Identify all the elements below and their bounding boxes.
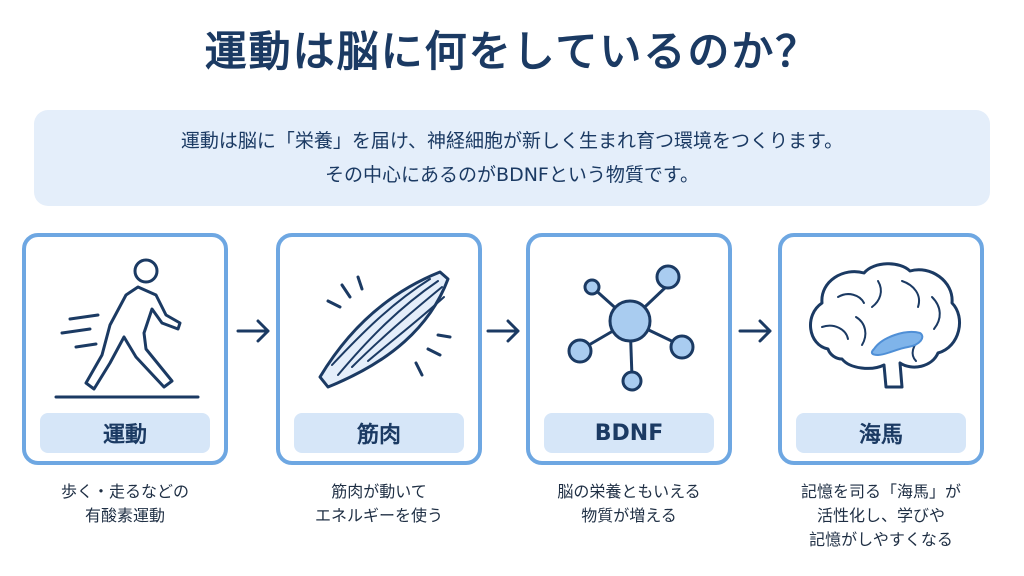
step-card-bdnf: BDNF bbox=[526, 233, 732, 465]
step-label: 筋肉 bbox=[294, 413, 464, 453]
summary-line-2: その中心にあるのがBDNFという物質です。 bbox=[325, 164, 699, 186]
description-line: 脳の栄養ともいえる bbox=[557, 482, 701, 501]
description-line: 活性化し、学びや bbox=[816, 506, 945, 525]
brain-hippocampus-icon bbox=[809, 262, 961, 389]
walking-person-icon bbox=[54, 258, 200, 399]
arrow-right-icon bbox=[738, 319, 772, 343]
muscle-icon bbox=[318, 270, 452, 389]
arrow-right-icon bbox=[486, 319, 520, 343]
description-line: 歩く・走るなどの bbox=[60, 482, 189, 501]
description-line: 有酸素運動 bbox=[84, 506, 165, 525]
description-line: エネルギーを使う bbox=[314, 506, 443, 525]
summary-box: 運動は脳に「栄養」を届け、神経細胞が新しく生まれ育つ環境をつくります。 その中心… bbox=[34, 110, 990, 206]
molecule-network-icon bbox=[567, 264, 695, 392]
step-label: 運動 bbox=[40, 413, 210, 453]
description-line: 物質が増える bbox=[581, 506, 677, 525]
step-card-hippocampus: 海馬 bbox=[778, 233, 984, 465]
description-line: 筋肉が動いて bbox=[331, 482, 427, 501]
step-description-exercise: 歩く・走るなどの 有酸素運動 bbox=[5, 480, 245, 528]
step-label: BDNF bbox=[544, 413, 714, 453]
step-description-muscle: 筋肉が動いて エネルギーを使う bbox=[259, 480, 499, 528]
step-card-muscle: 筋肉 bbox=[276, 233, 482, 465]
step-card-exercise: 運動 bbox=[22, 233, 228, 465]
arrow-right-icon bbox=[236, 319, 270, 343]
step-description-bdnf: 脳の栄養ともいえる 物質が増える bbox=[509, 480, 749, 528]
description-line: 記憶がしやすくなる bbox=[809, 530, 953, 549]
page-title: 運動は脳に何をしているのか？ bbox=[204, 27, 820, 76]
description-line: 記憶を司る「海馬」が bbox=[800, 482, 961, 501]
step-description-hippocampus: 記憶を司る「海馬」が 活性化し、学びや 記憶がしやすくなる bbox=[761, 480, 1001, 552]
summary-line-1: 運動は脳に「栄養」を届け、神経細胞が新しく生まれ育つ環境をつくります。 bbox=[180, 130, 844, 152]
step-label: 海馬 bbox=[796, 413, 966, 453]
